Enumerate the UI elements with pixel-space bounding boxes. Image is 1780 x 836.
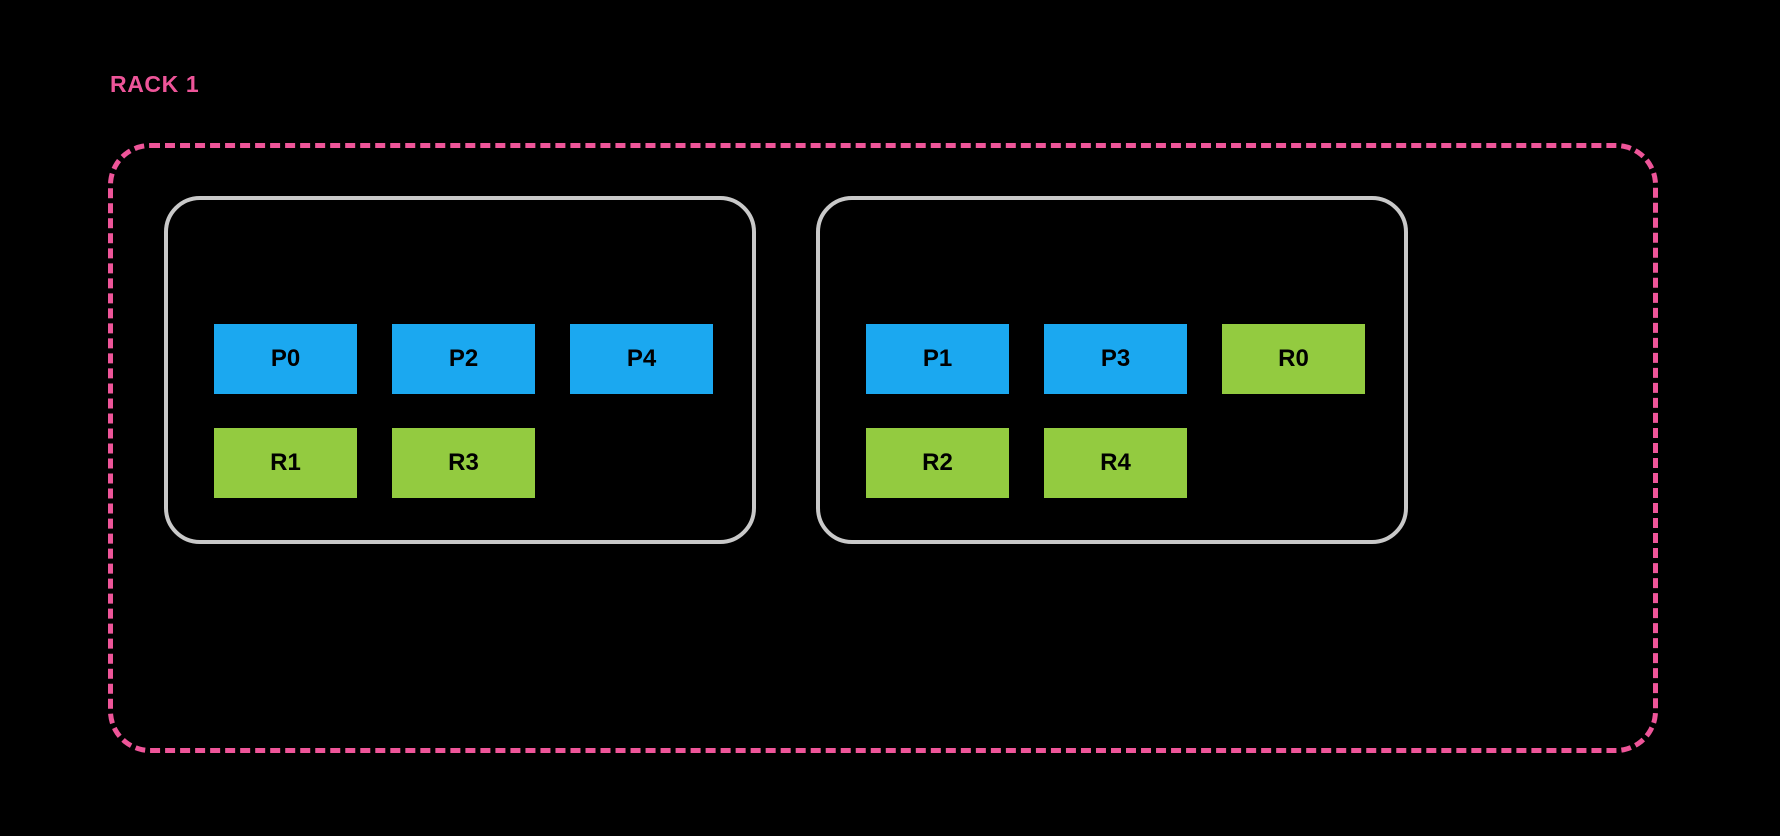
- shard-p2[interactable]: P2: [392, 324, 535, 394]
- shard-r1[interactable]: R1: [214, 428, 357, 498]
- rack-boundary: [108, 143, 1658, 753]
- shard-p1[interactable]: P1: [866, 324, 1009, 394]
- shard-p4[interactable]: P4: [570, 324, 713, 394]
- node-1-primary-row: P1 P3 R0: [866, 324, 1365, 394]
- node-box-0[interactable]: P0 P2 P4 R1 R3: [164, 196, 756, 544]
- shard-r3[interactable]: R3: [392, 428, 535, 498]
- node-0-shard-grid: P0 P2 P4 R1 R3: [214, 324, 713, 498]
- rack-label: RACK 1: [110, 71, 200, 97]
- node-1-shard-grid: P1 P3 R0 R2 R4: [866, 324, 1365, 498]
- shard-r2[interactable]: R2: [866, 428, 1009, 498]
- node-1-replica-row: R2 R4: [866, 428, 1365, 498]
- shard-p0[interactable]: P0: [214, 324, 357, 394]
- shard-r0[interactable]: R0: [1222, 324, 1365, 394]
- shard-r4[interactable]: R4: [1044, 428, 1187, 498]
- shard-p3[interactable]: P3: [1044, 324, 1187, 394]
- node-0-replica-row: R1 R3: [214, 428, 713, 498]
- node-box-1[interactable]: P1 P3 R0 R2 R4: [816, 196, 1408, 544]
- node-0-primary-row: P0 P2 P4: [214, 324, 713, 394]
